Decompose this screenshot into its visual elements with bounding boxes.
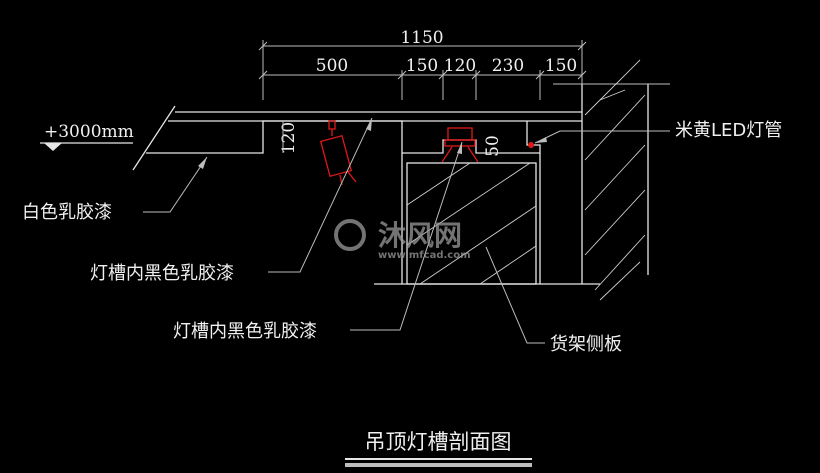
leader-arrowheads xyxy=(198,118,547,169)
dimension-lines xyxy=(258,40,587,100)
label-white-paint: 白色乳胶漆 xyxy=(22,202,112,223)
shelf-cabinet xyxy=(374,153,600,285)
downlight-fixture xyxy=(441,127,479,163)
leader-lines xyxy=(143,117,670,344)
led-tube-icon xyxy=(528,142,534,148)
elevation-label: +3000mm xyxy=(44,122,134,142)
spotlight-fixture xyxy=(319,120,357,186)
dimension-seg1: 500 xyxy=(316,56,348,76)
elevation-marker xyxy=(40,142,133,151)
dimension-seg5: 150 xyxy=(545,56,577,76)
label-shelf-panel: 货架侧板 xyxy=(550,334,622,355)
ceiling-profile xyxy=(132,105,582,171)
wall xyxy=(553,59,670,301)
label-black-paint-2: 灯槽内黑色乳胶漆 xyxy=(173,321,317,342)
dimension-seg2: 150 xyxy=(406,56,438,76)
drawing-title: 吊顶灯槽剖面图 xyxy=(365,430,512,454)
dimension-depth: 120 xyxy=(279,122,299,154)
dimension-seg4: 230 xyxy=(492,56,524,76)
label-black-paint-1: 灯槽内黑色乳胶漆 xyxy=(90,263,234,284)
dimension-groove: 50 xyxy=(483,135,503,157)
label-led-tube: 米黄LED灯管 xyxy=(675,120,782,141)
svg-text:沐风网: 沐风网 xyxy=(378,219,462,252)
dimension-total: 1150 xyxy=(400,28,443,48)
svg-text:www.mfcad.com: www.mfcad.com xyxy=(378,250,471,261)
watermark: 沐风网 www.mfcad.com xyxy=(334,219,471,261)
dimension-seg3: 120 xyxy=(444,56,476,76)
